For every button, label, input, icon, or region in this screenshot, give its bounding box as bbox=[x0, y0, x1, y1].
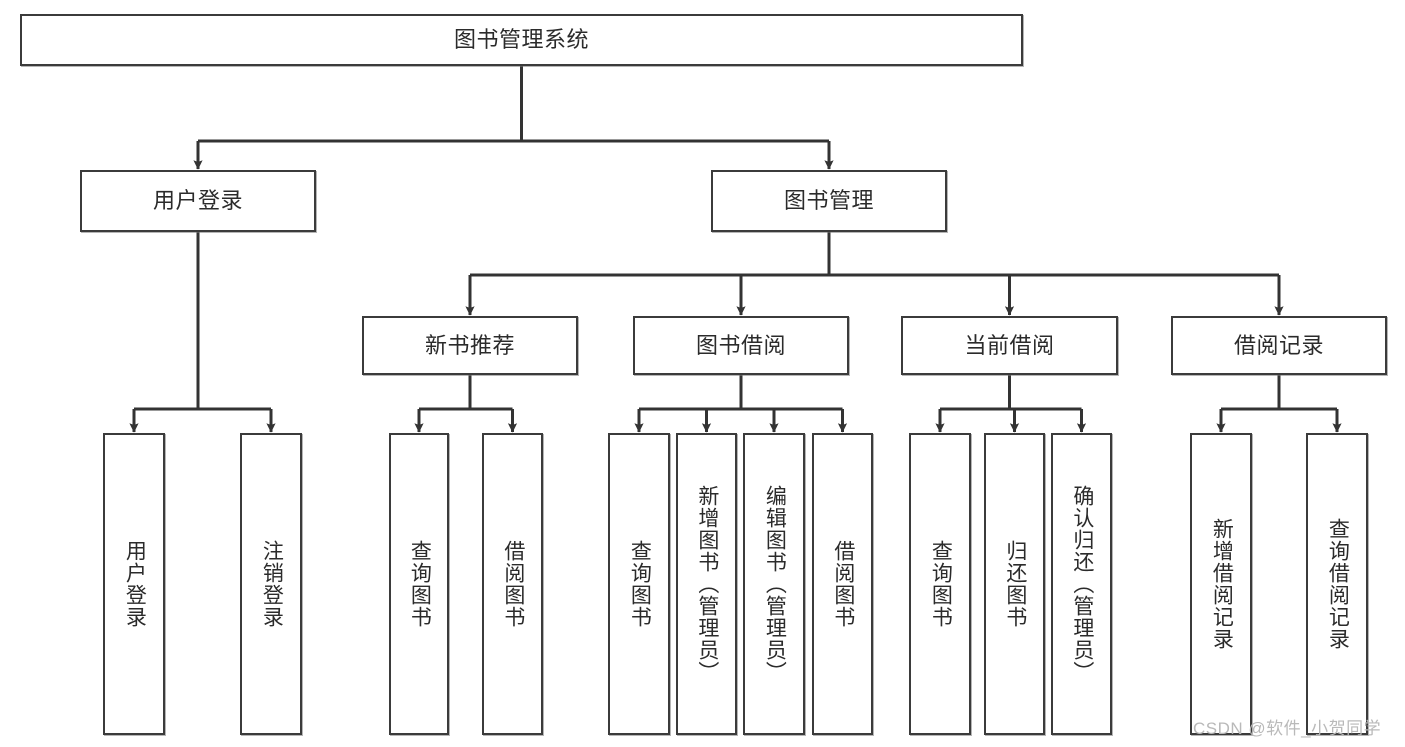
node-label: 确认归还（管理员） bbox=[1070, 485, 1094, 683]
node-label: 查询图书 bbox=[628, 540, 652, 628]
node-label: 图书管理 bbox=[783, 188, 874, 214]
node-records[interactable]: 借阅记录 bbox=[1171, 316, 1387, 375]
node-l12[interactable]: 新增借阅记录 bbox=[1190, 433, 1252, 735]
node-label: 用户登录 bbox=[123, 540, 147, 628]
node-label: 新增图书（管理员） bbox=[695, 485, 719, 683]
node-l10[interactable]: 归还图书 bbox=[984, 433, 1045, 735]
node-label: 归还图书 bbox=[1003, 540, 1027, 628]
node-label: 图书管理系统 bbox=[453, 27, 589, 53]
node-l13[interactable]: 查询借阅记录 bbox=[1306, 433, 1368, 735]
node-label: 借阅记录 bbox=[1233, 332, 1324, 358]
node-current[interactable]: 当前借阅 bbox=[901, 316, 1118, 375]
node-root[interactable]: 图书管理系统 bbox=[20, 14, 1023, 66]
node-l1[interactable]: 用户登录 bbox=[103, 433, 165, 735]
node-label: 新书推荐 bbox=[424, 332, 515, 358]
node-label: 查询图书 bbox=[929, 540, 953, 628]
node-l4[interactable]: 借阅图书 bbox=[482, 433, 543, 735]
node-l9[interactable]: 查询图书 bbox=[909, 433, 971, 735]
node-label: 用户登录 bbox=[152, 188, 243, 214]
node-label: 查询图书 bbox=[408, 540, 432, 628]
node-label: 借阅图书 bbox=[501, 540, 525, 628]
node-newbook[interactable]: 新书推荐 bbox=[362, 316, 578, 375]
node-login[interactable]: 用户登录 bbox=[80, 170, 316, 232]
node-l5[interactable]: 查询图书 bbox=[608, 433, 670, 735]
node-l3[interactable]: 查询图书 bbox=[389, 433, 449, 735]
node-label: 注销登录 bbox=[260, 540, 284, 628]
edge-paths bbox=[129, 66, 1342, 433]
node-l6[interactable]: 新增图书（管理员） bbox=[676, 433, 737, 735]
node-label: 编辑图书（管理员） bbox=[763, 485, 787, 683]
node-l7[interactable]: 编辑图书（管理员） bbox=[743, 433, 805, 735]
node-label: 当前借阅 bbox=[964, 332, 1055, 358]
node-l11[interactable]: 确认归还（管理员） bbox=[1051, 433, 1112, 735]
node-label: 新增借阅记录 bbox=[1210, 518, 1234, 650]
node-label: 图书借阅 bbox=[695, 332, 786, 358]
node-bookmgmt[interactable]: 图书管理 bbox=[711, 170, 947, 232]
node-l8[interactable]: 借阅图书 bbox=[812, 433, 873, 735]
node-label: 借阅图书 bbox=[831, 540, 855, 628]
node-l2[interactable]: 注销登录 bbox=[240, 433, 302, 735]
node-borrow[interactable]: 图书借阅 bbox=[633, 316, 849, 375]
node-label: 查询借阅记录 bbox=[1326, 518, 1350, 650]
